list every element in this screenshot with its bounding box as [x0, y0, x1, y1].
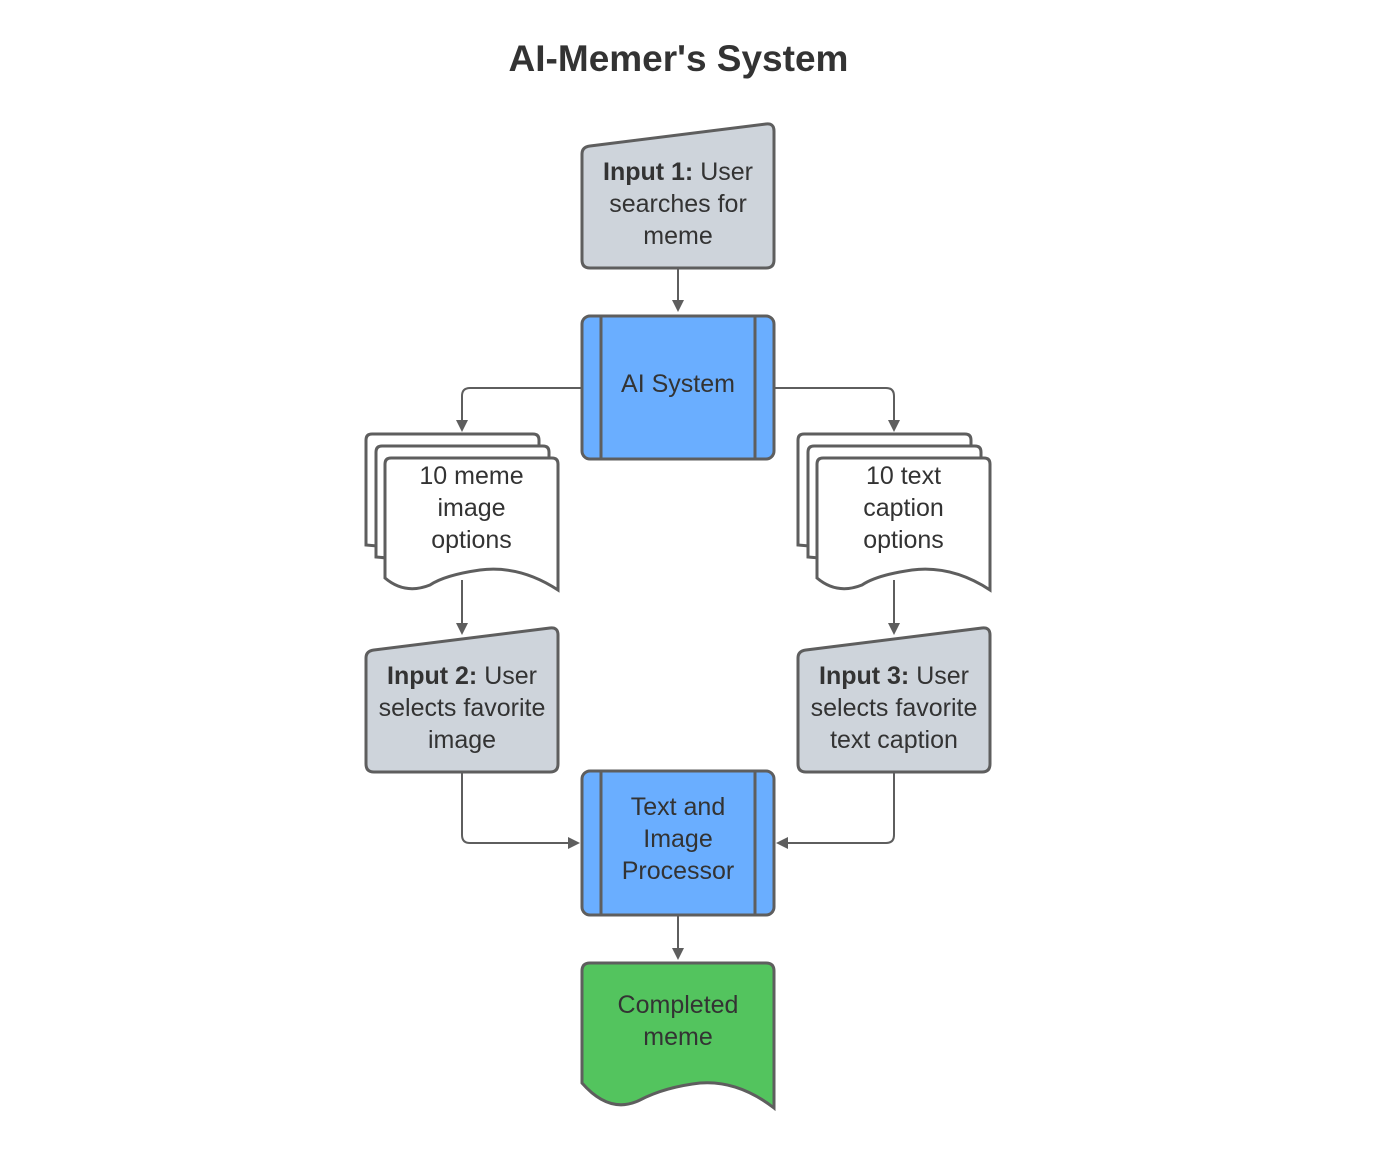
input2-label: Input 2: User selects favorite image — [360, 660, 564, 756]
completed-meme-shape[interactable] — [580, 961, 776, 1112]
input2-label-line2: selects favorite — [378, 694, 546, 722]
ai-system-label-line1: AI System — [621, 370, 735, 398]
input3-label-line3: text caption — [830, 726, 958, 754]
caption-options-label-line1: 10 text — [865, 462, 942, 490]
input3-label: Input 3: User selects favorite text capt… — [792, 660, 996, 756]
completed-meme-label-line2: meme — [643, 1023, 713, 1051]
input1-shape[interactable] — [580, 122, 776, 270]
input3-label-bold: Input 3: — [819, 662, 910, 690]
edge-input3-to-processor — [776, 772, 895, 849]
image-options-label-line1: 10 meme — [419, 462, 524, 490]
processor-label-line1: Text and — [630, 793, 726, 821]
processor-shape[interactable] — [580, 769, 776, 917]
completed-meme-label-line1: Completed — [617, 991, 739, 1019]
input3-label-line1: User — [909, 662, 969, 690]
ai-system-shape[interactable] — [580, 314, 776, 461]
input3-shape[interactable] — [796, 626, 992, 774]
completed-meme-label: Completed meme — [582, 989, 774, 1053]
input1-label-line1: User — [693, 158, 753, 186]
processor-label-line2: Image — [643, 825, 713, 853]
edge-ai-system-to-caption-options — [774, 387, 900, 432]
input1-label-bold: Input 1: — [603, 158, 694, 186]
caption-options-shape[interactable] — [796, 432, 992, 593]
edge-ai-system-to-image-options — [456, 387, 582, 432]
processor-label-line3: Processor — [621, 857, 735, 885]
input1-label: Input 1: User searches for meme — [582, 156, 774, 252]
image-options-shape[interactable] — [364, 432, 560, 593]
diagram-title: AI-Memer's System — [508, 38, 849, 79]
input2-label-line3: image — [427, 726, 497, 754]
input3-label-line2: selects favorite — [810, 694, 978, 722]
input1-label-line3: meme — [643, 222, 713, 250]
caption-options-label-line2: caption — [863, 494, 944, 522]
caption-options-label-line3: options — [863, 526, 944, 554]
processor-label: Text and Image Processor — [582, 791, 774, 887]
image-options-label: 10 meme image options — [385, 460, 558, 556]
caption-options-label: 10 text caption options — [817, 460, 990, 556]
input2-label-bold: Input 2: — [387, 662, 478, 690]
input2-shape[interactable] — [364, 626, 560, 774]
ai-system-label: AI System — [582, 368, 774, 400]
edge-input2-to-processor — [461, 772, 580, 849]
image-options-label-line2: image — [437, 494, 506, 522]
input1-label-line2: searches for — [609, 190, 747, 218]
input2-label-line1: User — [477, 662, 537, 690]
image-options-label-line3: options — [431, 526, 512, 554]
